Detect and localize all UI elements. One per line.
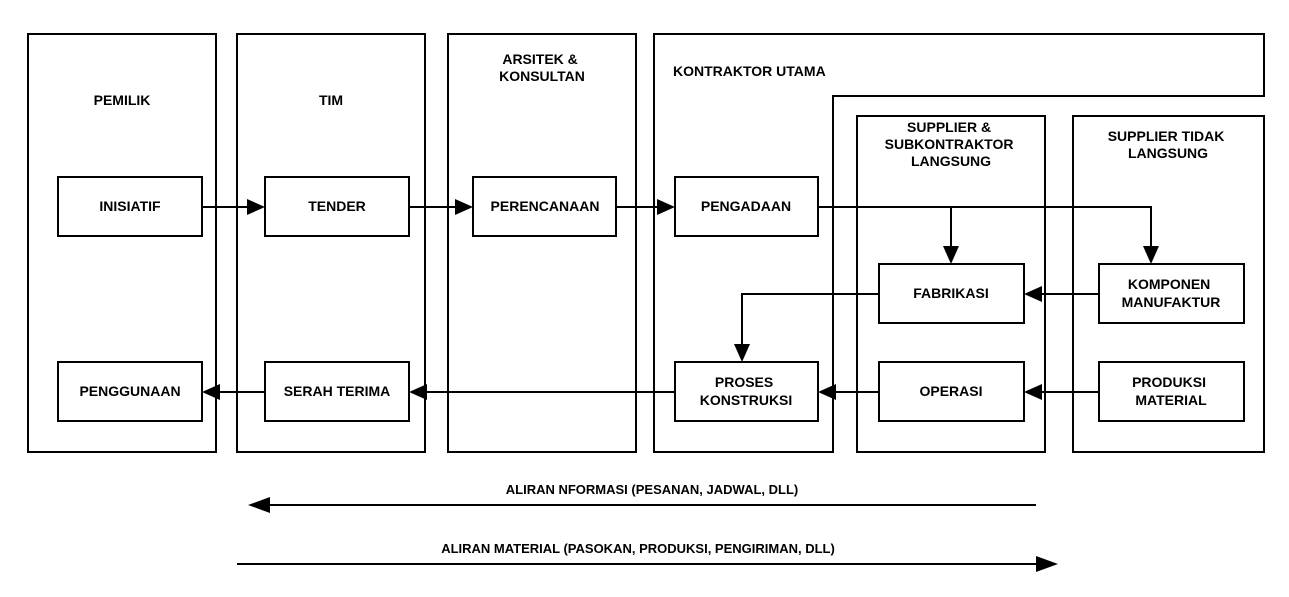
lane-supplier-subkontraktor-langsung	[856, 115, 1046, 453]
node-label-penggunaan: PENGGUNAAN	[79, 383, 180, 399]
node-penggunaan	[57, 361, 203, 422]
node-label-perencanaan: PERENCANAAN	[491, 198, 600, 214]
lane-arsitek-konsultan	[447, 33, 637, 453]
node-label-pengadaan: PENGADAAN	[701, 198, 791, 214]
lane-label-supplier-subkontraktor-langsung: SUPPLIER & SUBKONTRAKTOR LANGSUNG	[885, 119, 1018, 169]
lane-tim	[236, 33, 426, 453]
lane-pemilik	[27, 33, 217, 453]
arrow-tender-to-perencanaan	[409, 199, 473, 215]
arrow-produksi-to-operasi	[1024, 384, 1099, 400]
arrow-fabrikasi-to-proses-konstruksi	[734, 293, 879, 362]
flow-label-informasi: ALIRAN NFORMASI (PESANAN, JADWAL, DLL)	[506, 482, 799, 497]
node-label-komponen-manufaktur: KOMPONEN MANUFAKTUR	[1122, 276, 1221, 310]
node-label-produksi-material: PRODUKSI MATERIAL	[1132, 374, 1210, 408]
lane-kontraktor-utama	[653, 33, 1265, 453]
lane-label-arsitek-konsultan: ARSITEK & KONSULTAN	[499, 51, 585, 84]
arrow-aliran-informasi	[248, 497, 1036, 513]
node-label-tender: TENDER	[308, 198, 366, 214]
lane-supplier-tidak-langsung	[1072, 115, 1265, 453]
flow-label-material: ALIRAN MATERIAL (PASOKAN, PRODUKSI, PENG…	[441, 541, 835, 556]
node-label-operasi: OPERASI	[919, 383, 982, 399]
arrow-serah-terima-to-penggunaan	[202, 384, 265, 400]
arrow-pengadaan-to-komponen	[818, 206, 1159, 264]
arrow-inisiatif-to-tender	[202, 199, 265, 215]
arrow-perencanaan-to-pengadaan	[616, 199, 675, 215]
node-label-inisiatif: INISIATIF	[99, 198, 161, 214]
node-label-serah-terima: SERAH TERIMA	[284, 383, 391, 399]
arrow-pengadaan-to-fabrikasi	[943, 207, 959, 264]
arrow-operasi-to-proses-konstruksi	[818, 384, 879, 400]
arrow-komponen-to-fabrikasi	[1024, 286, 1099, 302]
arrow-aliran-material	[237, 556, 1058, 572]
lane-label-supplier-tidak-langsung: SUPPLIER TIDAK LANGSUNG	[1108, 128, 1229, 161]
node-label-proses-konstruksi: PROSES KONSTRUKSI	[700, 374, 793, 408]
arrow-proses-konstruksi-to-serah-terima	[409, 384, 675, 400]
lane-label-kontraktor-utama: KONTRAKTOR UTAMA	[673, 63, 826, 79]
lane-label-tim: TIM	[319, 92, 343, 108]
lane-label-pemilik: PEMILIK	[94, 92, 151, 108]
node-label-fabrikasi: FABRIKASI	[913, 285, 988, 301]
